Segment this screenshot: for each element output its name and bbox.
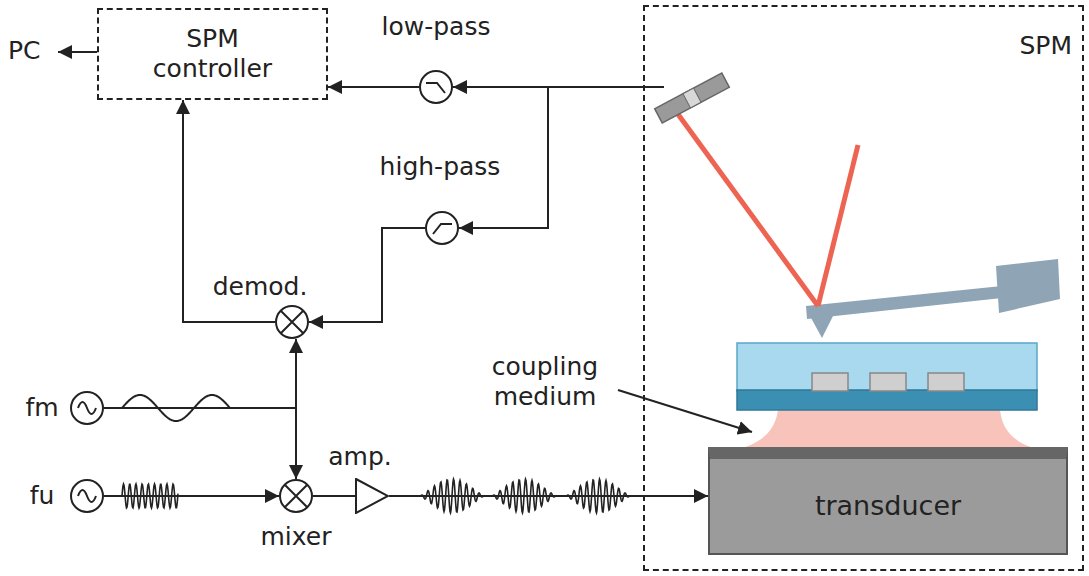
amplifier-outline [355, 478, 389, 514]
transducer-box: transducer [708, 447, 1068, 555]
photodetector-body [655, 73, 730, 123]
cantilever-beam [806, 286, 1002, 319]
circle-outline [419, 70, 453, 104]
laser-beam [818, 145, 858, 306]
cantilever-tip [810, 314, 834, 338]
structure [870, 373, 906, 391]
amplifier-triangle [356, 479, 388, 513]
output-label: PC [8, 36, 41, 66]
box-title: transducer [815, 490, 961, 522]
symbol-label: fm [25, 393, 58, 423]
symbol-label: low-pass [382, 12, 491, 42]
signal-wire [328, 86, 419, 88]
signal-wire [104, 495, 279, 497]
signal-wire [313, 495, 355, 497]
circle-border [280, 480, 312, 512]
region-title: SPM [1019, 31, 1072, 61]
coupling-medium [742, 410, 1034, 448]
circle-border [420, 71, 452, 103]
circle-border [276, 306, 308, 338]
circle-border [426, 212, 458, 244]
signal-wire [389, 495, 708, 497]
instrument-region: SPM transducer [643, 5, 1084, 571]
cantilever-chip [996, 259, 1060, 313]
symbol-label: mixer [261, 522, 332, 552]
signal-source: fu [70, 479, 104, 513]
signal-wire [309, 228, 425, 322]
signal-wire [643, 86, 664, 88]
symbol-glyph [285, 485, 307, 507]
output-arrow [58, 51, 97, 53]
symbol-glyph [78, 402, 96, 414]
structure [928, 373, 964, 391]
symbol-label: high-pass [380, 152, 501, 182]
controller-box: SPM controller [97, 8, 328, 100]
box-title: SPM controller [128, 24, 298, 84]
mixer-symbol: mixer [279, 479, 313, 513]
sample-layer [737, 343, 1037, 391]
filter-symbol: low-pass [419, 70, 453, 104]
symbol-glyph [78, 490, 96, 502]
circle-outline [425, 211, 459, 245]
circle-border [71, 480, 103, 512]
leader-line [618, 390, 752, 432]
symbol-label: demod. [213, 272, 308, 302]
laser-beam [672, 106, 818, 306]
signal-wire [104, 408, 296, 479]
circle-outline [279, 479, 313, 513]
signal-source: fm [70, 391, 104, 425]
symbol-glyph [426, 83, 445, 93]
mixer-symbol: demod. [275, 305, 309, 339]
circle-outline [70, 479, 104, 513]
structure [812, 373, 848, 391]
callout-label: coupling medium [470, 352, 620, 412]
symbol-label: fu [30, 481, 55, 511]
amplifier-symbol: amp. [355, 478, 389, 514]
circle-border [71, 392, 103, 424]
symbol-label: amp. [328, 442, 392, 472]
photodetector [655, 73, 730, 123]
circle-outline [70, 391, 104, 425]
photodetector-window [683, 88, 701, 108]
signal-wire [104, 339, 296, 408]
symbol-glyph [281, 311, 303, 333]
substrate [737, 390, 1037, 410]
symbol-glyph [433, 224, 452, 234]
circle-outline [275, 305, 309, 339]
filter-symbol: high-pass [425, 211, 459, 245]
